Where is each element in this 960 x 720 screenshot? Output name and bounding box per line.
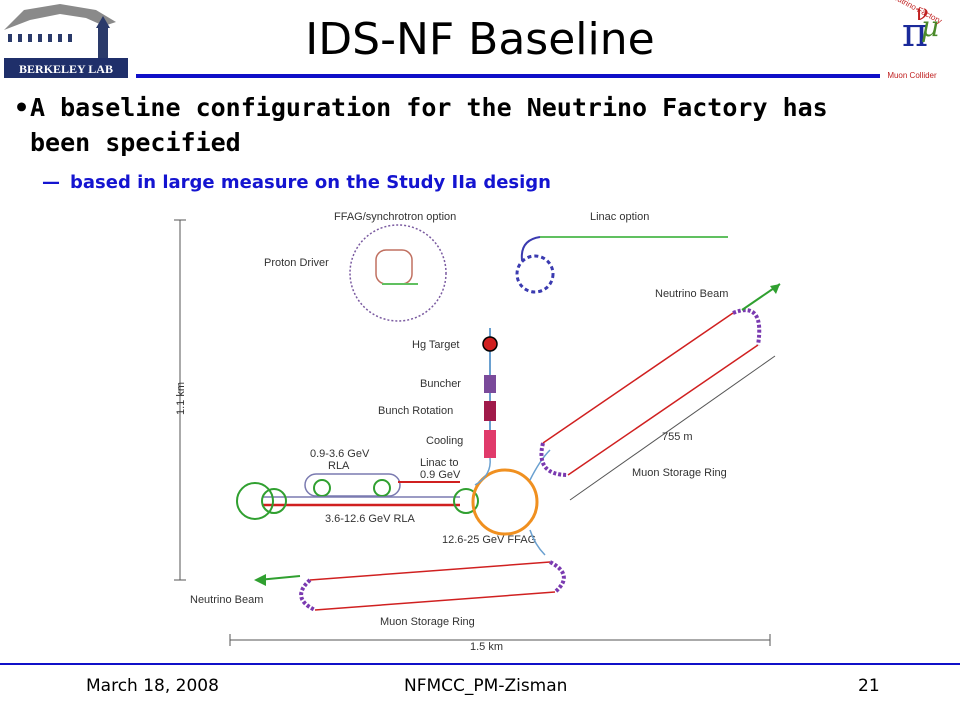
footer-divider: [0, 663, 960, 665]
logo-text-bottom: Muon Collider: [887, 71, 937, 80]
muon-ring-top-label: Muon Storage Ring: [632, 467, 727, 479]
buncher-label: Buncher: [420, 378, 461, 390]
title-divider: [136, 74, 880, 78]
bunch-rotation-label: Bunch Rotation: [378, 405, 453, 417]
length-755-label: 755 m: [662, 431, 693, 443]
linac-to-label: Linac to: [420, 457, 459, 469]
bullet-dot-icon: •: [14, 93, 30, 122]
page-number: 21: [858, 676, 880, 696]
neutrino-beam-bottom-label: Neutrino Beam: [190, 594, 263, 606]
sub-bullet: — based in large measure on the Study IIa…: [42, 172, 551, 193]
svg-text:π: π: [902, 10, 928, 56]
width-label: 1.5 km: [470, 641, 503, 653]
neutrino-factory-layout-diagram: 1.1 km 1.5 km FFAG/synchrotron option Pr…: [174, 211, 781, 653]
ffag-option-label: FFAG/synchrotron option: [334, 211, 456, 223]
berkeley-lab-logo: BERKELEY LAB: [4, 4, 128, 78]
neutrino-factory-logo: π μ ν Neutrino Factory Muon Collider: [887, 0, 943, 80]
proton-driver-label: Proton Driver: [264, 257, 329, 269]
rla-high-label: 3.6-12.6 GeV RLA: [325, 513, 416, 525]
main-bullet: • A baseline configuration for the Neutr…: [14, 90, 884, 160]
linac-option-label: Linac option: [590, 211, 649, 223]
footer-author: NFMCC_PM-Zisman: [404, 676, 568, 696]
svg-text:μ: μ: [921, 10, 939, 43]
sub-bullet-text: based in large measure on the Study IIa …: [70, 172, 551, 193]
ffag-energy-label: 12.6-25 GeV FFAG: [442, 534, 536, 546]
rla-low-label: RLA: [328, 460, 350, 472]
linac-to-energy-label: 0.9 GeV: [420, 469, 461, 481]
hg-target-label: Hg Target: [412, 339, 460, 351]
height-label: 1.1 km: [175, 382, 187, 415]
neutrino-beam-top-label: Neutrino Beam: [655, 288, 728, 300]
main-bullet-text: A baseline configuration for the Neutrin…: [30, 93, 828, 157]
slide-title: IDS-NF Baseline: [305, 14, 655, 65]
rla-low-energy-label: 0.9-3.6 GeV: [310, 448, 370, 460]
footer-date: March 18, 2008: [86, 676, 219, 696]
cooling-label: Cooling: [426, 435, 463, 447]
dash-icon: —: [42, 172, 60, 193]
muon-ring-bottom-label: Muon Storage Ring: [380, 616, 475, 628]
svg-text:ν: ν: [915, 1, 928, 26]
berkeley-lab-text: BERKELEY LAB: [19, 62, 113, 76]
